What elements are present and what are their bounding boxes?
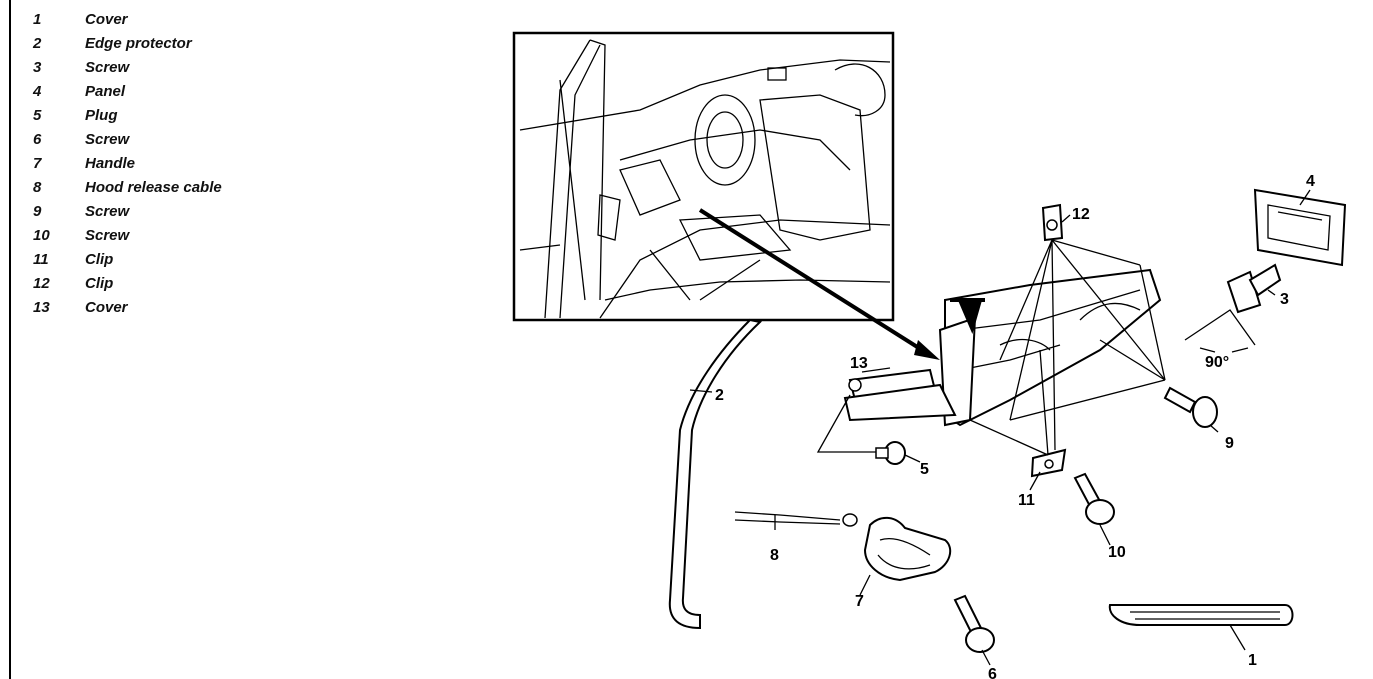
callout-label: 5 [920,461,929,478]
legend-number: 4 [33,83,42,100]
cover-part [843,367,957,422]
leader-line [816,394,880,453]
angle-label: 90° [1205,354,1229,371]
legend-item: 5 Plug [33,104,222,128]
assembly-lines [969,239,1166,456]
callout-label: 10 [1108,544,1126,561]
legend-name: Panel [85,83,126,100]
legend-name: Clip [85,251,114,268]
legend-number: 13 [33,299,50,316]
screw-part [1226,263,1282,314]
inset-pointer-line [698,208,932,357]
legend-name: Cover [85,299,128,316]
legend-number: 3 [33,59,42,76]
legend-item: 7 Handle [33,152,222,176]
plug-part [875,441,906,465]
callout-label: 7 [855,593,864,610]
callout-label: 12 [1072,206,1090,223]
legend-name: Edge protector [85,35,192,52]
screw-part [1163,386,1218,428]
callout-label: 3 [1280,291,1289,308]
car-interior-inset [512,31,895,322]
legend-name: Cover [85,11,128,28]
screw-part [953,594,995,653]
legend-name: Handle [85,155,136,172]
legend-name: Clip [85,275,114,292]
legend-name: Screw [85,131,130,148]
cover-part [1108,604,1294,626]
panel-part [938,268,1162,427]
legend-item: 1 Cover [33,8,222,32]
legend-name: Screw [85,227,130,244]
legend-name: Screw [85,203,130,220]
callout-label: 13 [850,355,868,372]
legend-name: Screw [85,59,130,76]
callout-label: 4 [1306,173,1315,190]
legend-item: 4 Panel [33,80,222,104]
legend-item: 9 Screw [33,200,222,224]
handle-part [863,516,952,582]
legend-item: 12 Clip [33,272,222,296]
edge-protector-part [668,318,763,630]
legend-item: 8 Hood release cable [33,176,222,200]
callout-label: 9 [1225,435,1234,452]
clip-part [1030,448,1067,478]
legend-number: 10 [33,227,50,244]
legend-item: 13 Cover [33,296,222,320]
legend-number: 5 [33,107,42,124]
legend-item: 6 Screw [33,128,222,152]
callout-label: 1 [1248,652,1257,669]
legend-item: 3 Screw [33,56,222,80]
left-frame-border [0,0,11,679]
legend-name: Plug [85,107,118,124]
panel-part [1253,188,1347,267]
callout-label: 8 [770,547,779,564]
legend-number: 1 [33,11,42,28]
leader-line [689,389,713,393]
arrow-indicator [914,340,940,360]
arrow-indicator [950,298,985,334]
legend-item: 10 Screw [33,224,222,248]
legend-number: 11 [33,251,49,268]
legend-item: 2 Edge protector [33,32,222,56]
legend-number: 6 [33,131,42,148]
leader-lines [774,189,1311,666]
legend-number: 8 [33,179,42,196]
cable-part [734,511,858,527]
callout-label: 6 [988,666,997,679]
legend-number: 7 [33,155,42,172]
callout-label: 2 [715,387,724,404]
clip-part [1041,203,1064,242]
legend-number: 9 [33,203,42,220]
angle-indicator [1184,309,1256,353]
legend-number: 2 [33,35,42,52]
legend-number: 12 [33,275,50,292]
legend-item: 11 Clip [33,248,222,272]
legend-name: Hood release cable [85,179,222,196]
callout-label: 11 [1018,492,1035,509]
screw-part [1073,472,1115,525]
